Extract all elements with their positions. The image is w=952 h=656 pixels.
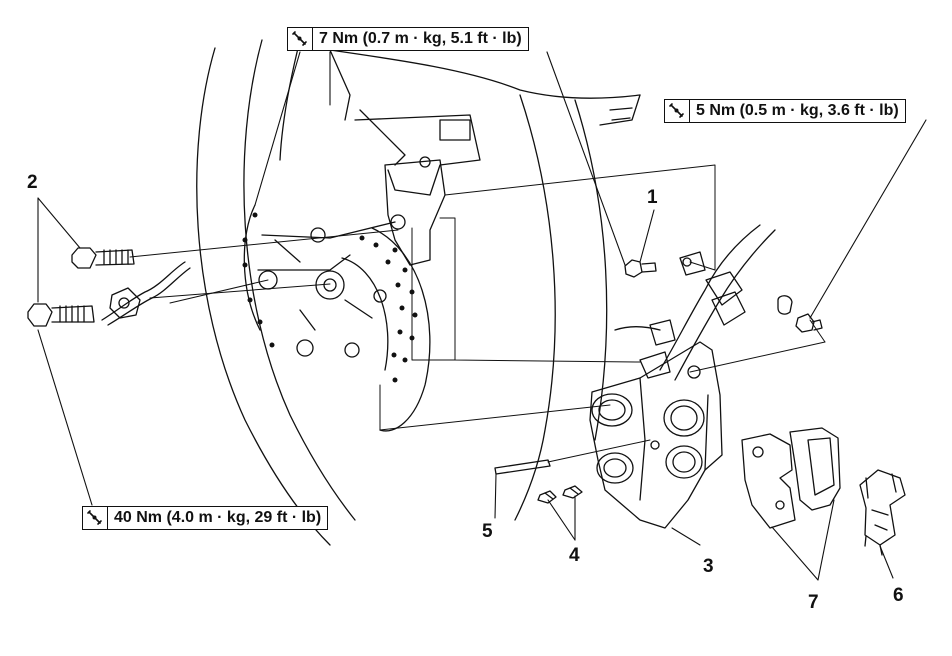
leader-lines [37, 51, 927, 581]
union-bolt [624, 259, 657, 278]
pad-pin-clips [537, 485, 583, 504]
torque-wrench-icon [665, 100, 690, 122]
pad-pin [494, 459, 551, 475]
torque-spec-top-text: 7 Nm (0.7 m · kg, 5.1 ft · lb) [319, 30, 522, 47]
caliper-bolt-upper [71, 247, 135, 269]
brake-pads [741, 427, 841, 529]
caliper-bolt-lower [27, 303, 95, 327]
callout-5: 5 [482, 521, 493, 542]
callout-7: 7 [808, 592, 819, 613]
brake-hose [614, 224, 776, 381]
brake-caliper [589, 341, 723, 529]
torque-wrench-icon [83, 507, 108, 529]
torque-spec-left: 40 Nm (4.0 m · kg, 29 ft · lb) [82, 506, 329, 530]
bleed-screw [777, 295, 823, 333]
pad-spring [859, 469, 906, 556]
brake-disc [242, 204, 431, 432]
caliper-mount-bracket [257, 156, 446, 271]
wheel-tire [196, 39, 608, 546]
torque-spec-top: 7 Nm (0.7 m · kg, 5.1 ft · lb) [287, 27, 529, 51]
torque-wrench-icon [288, 28, 313, 50]
callout-2: 2 [27, 172, 38, 193]
callout-3: 3 [703, 556, 714, 577]
callout-6: 6 [893, 585, 904, 606]
alignment-lines [129, 164, 826, 463]
torque-spec-right: 5 Nm (0.5 m · kg, 3.6 ft · lb) [664, 99, 906, 123]
torque-spec-right-text: 5 Nm (0.5 m · kg, 3.6 ft · lb) [696, 102, 899, 119]
callout-4: 4 [569, 545, 580, 566]
fork-leg [299, 47, 641, 196]
callout-1: 1 [647, 187, 658, 208]
hose-bracket-left [101, 261, 191, 326]
torque-spec-left-text: 40 Nm (4.0 m · kg, 29 ft · lb) [114, 509, 322, 526]
